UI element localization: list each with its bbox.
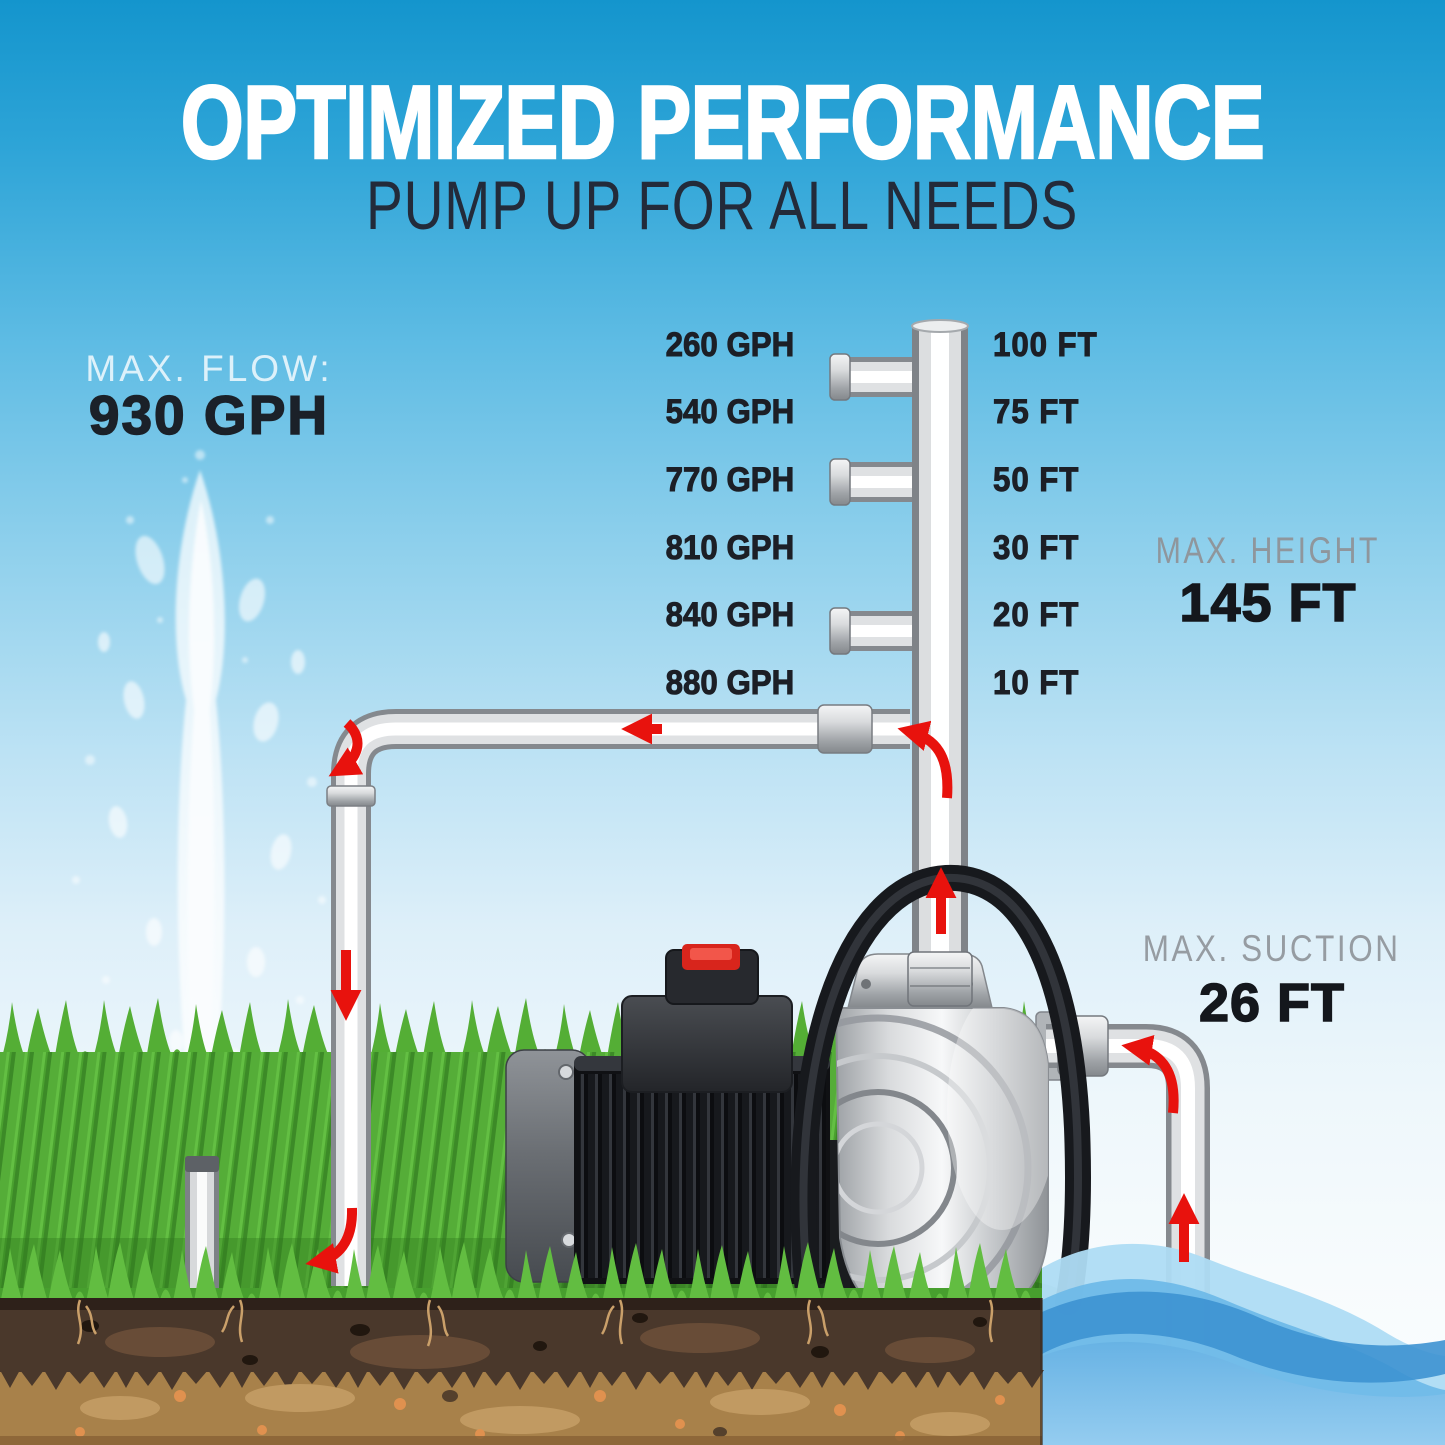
water xyxy=(1042,1243,1445,1445)
max-flow-label: MAX. FLOW: xyxy=(85,348,333,389)
max-height-value: 145 FT xyxy=(1179,572,1357,634)
max-height-label: MAX. HEIGHT xyxy=(1155,530,1381,571)
outlet-stub-100ft xyxy=(829,353,914,401)
flow-arrows xyxy=(305,713,1200,1274)
height-value: 10 FT xyxy=(993,664,1080,703)
table-row: 540 GPH 75 FT xyxy=(0,390,1445,434)
flow-value: 840 GPH xyxy=(665,596,795,635)
outlet-stubs xyxy=(829,353,914,655)
pump xyxy=(505,864,1091,1321)
table-row: 810 GPH 30 FT xyxy=(0,526,1445,570)
max-suction-value: 26 FT xyxy=(1198,972,1346,1034)
flow-value: 880 GPH xyxy=(665,664,795,703)
arrow-elbow-down xyxy=(328,719,364,777)
height-value: 50 FT xyxy=(993,461,1080,500)
max-flow-value: 930 GPH xyxy=(88,383,330,447)
pump-head xyxy=(834,953,1049,1321)
fountain-spray xyxy=(72,450,326,1160)
soil xyxy=(0,1298,1044,1445)
arrow-suction-turn xyxy=(1121,1035,1179,1114)
outlet-stub-20ft xyxy=(829,607,914,655)
flow-value: 770 GPH xyxy=(665,461,795,500)
height-value: 75 FT xyxy=(993,393,1080,432)
roots xyxy=(76,1299,994,1347)
table-row: 770 GPH 50 FT xyxy=(0,458,1445,502)
height-value: 100 FT xyxy=(993,326,1098,365)
arrow-into-ground xyxy=(305,1207,358,1274)
max-suction-label: MAX. SUCTION xyxy=(1143,928,1401,969)
flow-value: 260 GPH xyxy=(665,326,795,365)
table-row: 880 GPH 10 FT xyxy=(0,661,1445,705)
outlet-stub-50ft xyxy=(829,458,914,506)
flow-value: 540 GPH xyxy=(665,393,795,432)
height-value: 20 FT xyxy=(993,596,1080,635)
page-subtitle: PUMP UP FOR ALL NEEDS xyxy=(366,167,1079,244)
motor-body xyxy=(574,1056,830,1284)
arrow-tee-turn xyxy=(897,720,953,799)
page-title: OPTIMIZED PERFORMANCE xyxy=(180,64,1266,183)
riser-union-collar xyxy=(907,951,973,1007)
table-row: 260 GPH 100 FT xyxy=(0,323,1445,367)
pipe-coupling xyxy=(817,704,873,754)
flow-value: 810 GPH xyxy=(665,529,795,568)
carry-handle xyxy=(790,864,1091,1315)
height-value: 30 FT xyxy=(993,529,1080,568)
switch-box xyxy=(621,944,793,1093)
pipe-collar xyxy=(326,785,376,807)
table-row: 840 GPH 20 FT xyxy=(0,593,1445,637)
